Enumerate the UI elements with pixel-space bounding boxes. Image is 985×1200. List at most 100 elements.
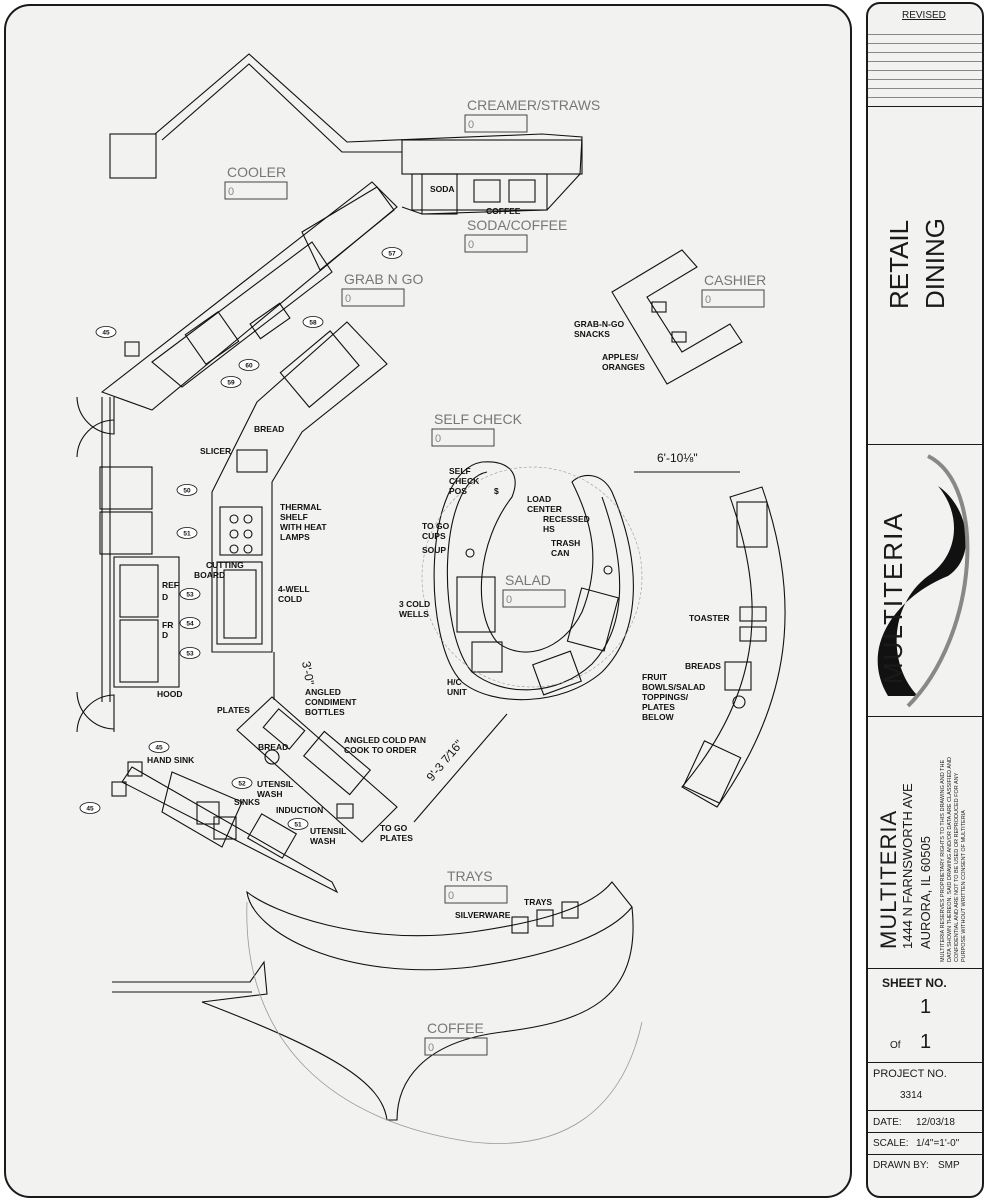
- zone-coffee-tag-box: [424, 1037, 488, 1056]
- callout-bubble: [179, 588, 201, 600]
- callout-number: 51: [294, 821, 302, 828]
- zone-trays-tag: 0: [448, 890, 454, 902]
- label-cutting-2: BOARD: [194, 570, 225, 580]
- label-cups-2: CUPS: [422, 531, 446, 541]
- project-no: 3314: [900, 1090, 923, 1101]
- revised-label: REVISED: [902, 10, 946, 21]
- label-soda: SODA: [430, 184, 455, 194]
- divider: [868, 1132, 982, 1133]
- cold-pan: [302, 730, 372, 796]
- label-breads: BREADS: [685, 661, 721, 671]
- sink: [196, 801, 220, 825]
- zone-cooler-tag-box: [224, 181, 288, 200]
- well: [229, 544, 239, 554]
- divider: [868, 444, 982, 445]
- dimension-1: 6'-10⅛": [657, 451, 698, 465]
- zone-grab-n-go-tag-box: [341, 288, 405, 307]
- callout-bubble: [176, 484, 198, 496]
- register: [651, 301, 667, 313]
- date-value: 12/03/18: [916, 1117, 955, 1128]
- label-utensil: UTENSIL: [257, 779, 293, 789]
- sheet-label: SHEET NO.: [882, 976, 947, 990]
- label-pos-2: CHECK: [449, 476, 480, 486]
- label-utensil-2: WASH: [257, 789, 283, 799]
- divider: [868, 1110, 982, 1111]
- floor-plan: CREAMER/STRAWS 0 COOLER 0 SODA/COFFEE 0 …: [76, 53, 786, 1144]
- callout-number: 50: [183, 487, 191, 494]
- label-trash: TRASH: [551, 538, 580, 548]
- floor-plan-frame: CREAMER/STRAWS 0 COOLER 0 SODA/COFFEE 0 …: [4, 4, 852, 1198]
- slicer: [236, 449, 268, 473]
- label-recess: RECESSED: [543, 514, 590, 524]
- label-thermal-2: SHELF: [280, 512, 308, 522]
- label-load-2: CENTER: [527, 504, 562, 514]
- title-block: REVISED RETAIL DINING MULTITERIA MULTITE…: [866, 2, 984, 1198]
- cutting-board: [216, 561, 263, 645]
- callout-number: 52: [238, 780, 246, 787]
- register: [671, 331, 687, 343]
- salad-island-inner: [446, 471, 621, 691]
- company-address-1: 1444 N FARNSWORTH AVE: [900, 783, 915, 949]
- label-trash-2: CAN: [551, 548, 569, 558]
- exterior-wall: [161, 63, 402, 153]
- coffee-counter: [411, 173, 548, 211]
- label-trays: TRAYS: [524, 897, 552, 907]
- disclaimer-line-4: PURPOSE WITHOUT WRITTEN CONSENT OF MULTI…: [961, 810, 967, 962]
- salad-island: [433, 461, 634, 701]
- tray-slot: [536, 909, 554, 927]
- label-wells: 3 COLD: [399, 599, 430, 609]
- trash-can: [603, 565, 613, 575]
- company-name: MULTITERIA: [876, 809, 901, 949]
- sink: [111, 781, 127, 797]
- layout-guide: [421, 466, 643, 688]
- disclaimer-line-2: DATA SHOWN THEREON. SAID DRAWING AND/OR …: [947, 757, 953, 962]
- label-hood: HOOD: [157, 689, 183, 699]
- equipment: [99, 466, 153, 510]
- hc-unit: [532, 650, 582, 696]
- label-load: LOAD: [527, 494, 551, 504]
- well: [229, 529, 239, 539]
- label-coffee: COFFEE: [486, 206, 521, 216]
- callout-number: 58: [309, 319, 317, 326]
- zone-salad-label: SALAD: [505, 572, 551, 588]
- door: [76, 396, 115, 435]
- zone-salad-tag: 0: [506, 594, 512, 606]
- freezer: [119, 619, 159, 683]
- label-fruit-4: PLATES: [642, 702, 675, 712]
- zone-trays-tag-box: [444, 885, 508, 904]
- cook-station: [236, 696, 398, 843]
- soup-well: [465, 548, 475, 558]
- disclaimer-line-3: CONFIDENTIAL AND ARE NOT TO BE USED OR R…: [954, 772, 960, 962]
- zone-creamer-tag-box: [464, 114, 528, 133]
- sink: [127, 761, 143, 777]
- label-togo-plates: TO GO: [380, 823, 408, 833]
- label-fr-2: D: [162, 630, 168, 640]
- label-plates: PLATES: [217, 705, 250, 715]
- label-silverware: SILVERWARE: [455, 910, 511, 920]
- project-no-label: PROJECT NO.: [873, 1068, 947, 1080]
- label-induction: INDUCTION: [276, 805, 323, 815]
- hc-unit: [471, 641, 503, 673]
- well: [229, 514, 239, 524]
- sink: [336, 803, 354, 819]
- tray-counter: [246, 881, 633, 971]
- bread-rack: [724, 661, 752, 691]
- equipment: [184, 311, 240, 365]
- callout-bubble: [381, 247, 403, 259]
- coffee-wall: [112, 906, 634, 1121]
- callout-number: 45: [86, 805, 94, 812]
- label-coldpan-2: COOK TO ORDER: [344, 745, 417, 755]
- plate-stack: [262, 708, 306, 750]
- label-apples: APPLES/: [602, 352, 639, 362]
- zone-coffee-tag: 0: [428, 1042, 434, 1054]
- label-fruit-3: TOPPINGS/: [642, 692, 689, 702]
- well: [243, 529, 253, 539]
- label-recess-2: HS: [543, 524, 555, 534]
- callout-bubble: [148, 741, 170, 753]
- bread-warmer: [264, 749, 280, 765]
- coffee-counter-curve: [246, 901, 643, 1144]
- callout-bubble: [176, 527, 198, 539]
- callout-bubble: [287, 818, 309, 830]
- label-cups: TO GO: [422, 521, 450, 531]
- label-condiment-3: BOTTLES: [305, 707, 345, 717]
